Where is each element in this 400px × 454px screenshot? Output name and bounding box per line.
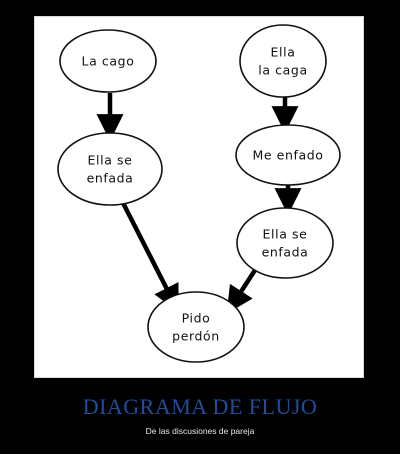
caption-title: DIAGRAMA DE FLUJO bbox=[82, 394, 318, 419]
node-ella-se-enfada-right: Ella se enfada bbox=[236, 207, 334, 279]
node-label: Me enfado bbox=[252, 148, 323, 163]
node-ellipse bbox=[239, 24, 327, 98]
node-ellipse bbox=[57, 132, 163, 206]
caption-subtitle: De las discusiones de pareja bbox=[145, 426, 255, 436]
node-label: Ella se bbox=[263, 227, 308, 242]
node-pido-perdon: Pido perdón bbox=[147, 291, 245, 363]
node-label: Ella bbox=[271, 45, 296, 60]
node-la-cago: La cago bbox=[59, 29, 157, 93]
node-ella-se-enfada-left: Ella se enfada bbox=[57, 132, 163, 206]
node-label: La cago bbox=[82, 54, 135, 69]
node-me-enfado: Me enfado bbox=[235, 124, 341, 186]
node-ellipse bbox=[59, 29, 157, 93]
arrow-ella-se-enfada-right-to-pido-perdon bbox=[226, 265, 259, 314]
node-label: Ella se bbox=[88, 153, 133, 168]
node-label: enfada bbox=[87, 171, 134, 186]
node-label: perdón bbox=[172, 329, 220, 344]
node-ella-la-caga: Ella la caga bbox=[239, 24, 327, 98]
node-ellipse bbox=[236, 207, 334, 279]
arrow-ella-se-enfada-left-to-pido-perdon bbox=[114, 189, 179, 313]
node-label: Pido bbox=[182, 311, 211, 326]
node-ellipse bbox=[147, 291, 245, 363]
node-label: enfada bbox=[262, 245, 309, 260]
node-ellipse bbox=[235, 124, 341, 186]
node-label: la caga bbox=[258, 63, 307, 78]
